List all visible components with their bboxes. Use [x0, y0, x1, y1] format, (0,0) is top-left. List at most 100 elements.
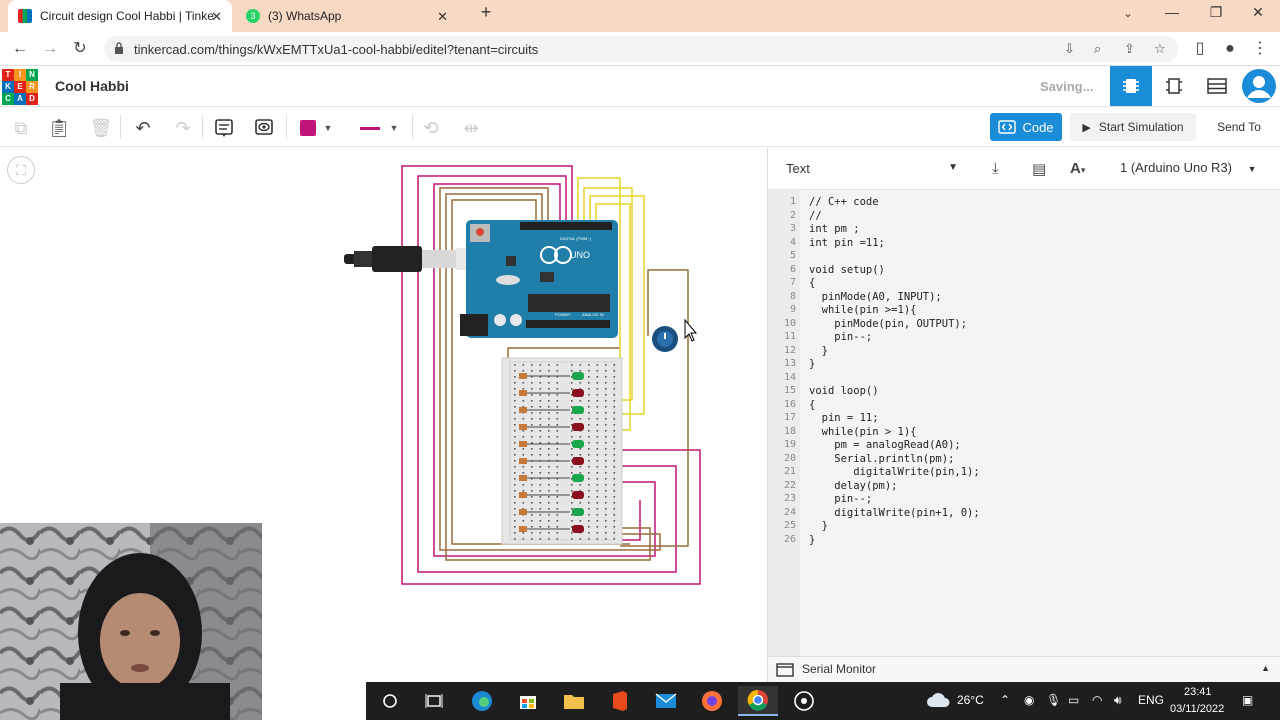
code-line[interactable]: // [809, 209, 822, 222]
plus-icon[interactable]: + [480, 2, 492, 22]
notifications-icon[interactable]: ▣ [1242, 693, 1254, 707]
font-size-icon[interactable]: A▾ [1070, 160, 1086, 177]
rotate-icon[interactable]: ⟲ [423, 117, 439, 138]
forward-icon[interactable]: → [42, 40, 58, 57]
notes-icon[interactable] [213, 117, 235, 139]
brown-wires[interactable] [439, 187, 689, 561]
fit-view-icon[interactable]: ⛶ [7, 156, 35, 184]
menu-dots-icon[interactable]: ⋮ [1252, 40, 1268, 57]
language-indicator[interactable]: ENG [1138, 693, 1165, 707]
color-picker[interactable]: ▼ [298, 117, 334, 139]
code-line[interactable]: delay(pm); [809, 479, 898, 492]
circuit-canvas[interactable]: ⛶ [0, 148, 767, 688]
caret-up-icon[interactable]: ▲ [1261, 663, 1270, 673]
code-line[interactable]: pin--; [809, 493, 873, 505]
office-icon[interactable] [600, 686, 640, 716]
potentiometer[interactable] [652, 326, 678, 352]
paste-icon[interactable]: 📋︎ [47, 117, 71, 138]
chevron-down-icon[interactable]: ⌄ [1123, 8, 1133, 20]
code-line[interactable]: pin--; [809, 331, 873, 343]
sidebar-icon[interactable]: ▯ [1195, 40, 1205, 57]
visibility-icon[interactable] [253, 117, 275, 139]
edge-browser-icon[interactable] [462, 686, 502, 716]
code-line[interactable]: pin = 11; [809, 412, 879, 424]
magenta-wires[interactable] [401, 165, 701, 585]
code-line[interactable]: digitalWrite(pin+1, 0); [809, 506, 980, 519]
close-window-icon[interactable]: ✕ [1252, 4, 1264, 20]
serial-monitor-bar[interactable]: Serial Monitor ▲ [767, 656, 1280, 682]
restore-icon[interactable]: ❐ [1209, 4, 1223, 20]
mail-icon[interactable] [646, 686, 686, 716]
code-line[interactable]: pinMode(A0, INPUT); [809, 290, 942, 303]
components-list-button[interactable] [1196, 66, 1238, 106]
profile-icon[interactable]: ● [1225, 40, 1235, 57]
code-line[interactable]: } [809, 520, 828, 532]
wifi-icon[interactable]: ◠ [1092, 693, 1103, 707]
code-line[interactable]: while(pin >=1){ [809, 304, 917, 316]
close-tab-icon[interactable]: ✕ [211, 9, 222, 24]
camera-tray-icon[interactable]: ◉ [1024, 693, 1035, 707]
tab-whatsapp[interactable]: 3 (3) WhatsApp ✕ [236, 0, 458, 32]
store-icon[interactable] [508, 686, 548, 716]
bookmark-star-icon[interactable]: ☆ [1154, 41, 1166, 56]
search-circle-icon[interactable] [370, 686, 410, 716]
weather-temp[interactable]: 26°C [957, 693, 984, 707]
wire-type-picker[interactable]: ▼ [356, 117, 402, 139]
breadboard[interactable] [501, 357, 623, 545]
battery-icon[interactable]: ▭ [1068, 693, 1080, 707]
circuit-view-button[interactable] [1110, 66, 1152, 106]
firefox-icon[interactable] [692, 686, 732, 716]
code-line[interactable]: } [809, 533, 816, 546]
code-line[interactable]: } [809, 344, 828, 357]
copy-icon[interactable]: ⧉ [14, 117, 28, 138]
back-icon[interactable]: ← [12, 40, 28, 57]
code-button[interactable]: Code [990, 113, 1062, 141]
send-to-button[interactable]: Send To [1217, 120, 1261, 134]
zoom-icon[interactable]: ⌕ [1094, 41, 1102, 56]
code-line[interactable]: digitalWrite(pin,1); [809, 466, 980, 478]
share-icon[interactable]: ⇪ [1124, 41, 1135, 56]
code-line[interactable]: while(pin > 1){ [809, 425, 917, 438]
reload-icon[interactable]: ↻ [73, 40, 87, 57]
clock-date[interactable]: 03/11/2022 [1170, 703, 1225, 715]
task-view-icon[interactable] [414, 686, 454, 716]
install-icon[interactable]: ⇩ [1064, 41, 1075, 56]
clock-time[interactable]: 23:41 [1184, 686, 1212, 698]
delete-icon[interactable]: 🗑︎ [89, 117, 113, 138]
schematic-view-button[interactable] [1153, 66, 1195, 106]
minimize-icon[interactable]: — [1165, 4, 1179, 20]
user-avatar[interactable] [1238, 66, 1280, 106]
device-select[interactable]: 1 (Arduino Uno R3) ▼ [1120, 160, 1257, 175]
leds[interactable] [572, 372, 584, 533]
code-line[interactable]: void loop() [809, 385, 879, 397]
code-line[interactable]: int pin =11; [809, 236, 885, 249]
microphone-icon[interactable]: 🎙︎ [1046, 693, 1062, 707]
chrome-icon[interactable] [738, 686, 778, 716]
volume-icon[interactable]: 🔊︎ [1114, 693, 1122, 707]
code-mode-select[interactable]: Text ▼ [776, 156, 966, 182]
code-line[interactable]: { [809, 277, 816, 289]
url-field[interactable]: tinkercad.com/things/kWxEMTTxUa1-cool-ha… [104, 36, 1178, 62]
libraries-icon[interactable]: ▤ [1032, 161, 1047, 178]
flip-icon[interactable]: ⇹ [463, 117, 479, 138]
tinkercad-logo[interactable]: T I N K E R C A D [2, 69, 38, 105]
tab-tinkercad[interactable]: Circuit design Cool Habbi | Tinke ✕ [8, 0, 232, 32]
redo-icon[interactable]: ↷ [175, 117, 191, 138]
code-line[interactable]: Serial.println(pm); [809, 452, 955, 465]
close-tab-icon[interactable]: ✕ [437, 9, 448, 24]
code-line[interactable]: pinMode(pin, OUTPUT); [809, 317, 968, 330]
undo-icon[interactable]: ↶ [135, 117, 151, 138]
project-name[interactable]: Cool Habbi [55, 78, 129, 94]
start-simulation-button[interactable]: ▶ Start Simulation [1070, 113, 1196, 141]
recorder-icon[interactable] [784, 686, 824, 716]
download-icon[interactable]: ⤓ [992, 160, 999, 177]
code-line[interactable]: { [809, 398, 816, 411]
folder-icon[interactable] [554, 686, 594, 716]
arduino-uno-board[interactable]: UNO DIGITAL (PWM~) POWER ANALOG IN [460, 220, 618, 338]
code-line[interactable]: void setup() [809, 263, 885, 276]
code-line[interactable]: int pm ; [809, 223, 860, 235]
code-line[interactable]: } [809, 358, 816, 370]
code-line[interactable]: pm = analogRead(A0); [809, 439, 961, 451]
tray-chevron-icon[interactable]: ⌃ [1000, 693, 1011, 707]
code-line[interactable]: // C++ code [809, 196, 879, 208]
